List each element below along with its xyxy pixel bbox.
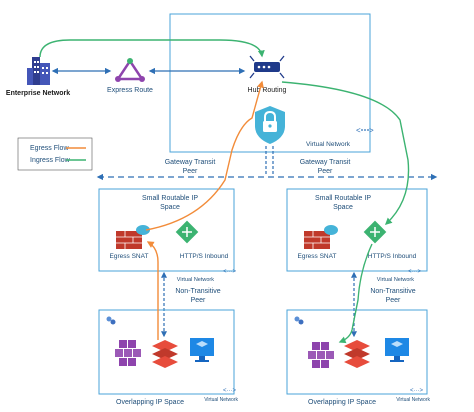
- app-gateway-icon: [363, 220, 387, 244]
- firewall-icon: [304, 225, 338, 249]
- left-spoke-vnet-label: Virtual Network: [177, 277, 214, 283]
- left-peer-label-2: Peer: [191, 297, 206, 304]
- left-overlap-vnet-label: Virtual Network: [204, 397, 238, 403]
- right-overlap-title: Overlapping IP Space: [308, 399, 376, 406]
- enterprise-network: Enterprise Network: [6, 57, 70, 97]
- left-egress-snat: Egress SNAT: [110, 225, 150, 260]
- right-snat-label: Egress SNAT: [298, 253, 337, 260]
- express-route: Express Route: [107, 58, 153, 94]
- hub-vnet-label: Virtual Network: [306, 141, 351, 148]
- building-icon: [27, 57, 50, 85]
- left-overlap-workloads: [115, 338, 214, 368]
- hub-routing: Hub Routing: [248, 55, 287, 94]
- right-overlap-vnet: Overlapping IP Space Virtual Network <··…: [286, 309, 430, 406]
- right-http-inbound: HTTP/S Inbound: [363, 220, 417, 260]
- express-route-label: Express Route: [107, 87, 153, 94]
- databricks-icon: [152, 340, 178, 368]
- users-icon: [294, 316, 304, 325]
- left-spoke-title-2: Space: [160, 204, 180, 211]
- vnet-icon: <···>: [223, 388, 236, 394]
- kubernetes-icon: [115, 340, 141, 366]
- lock-icon: [255, 106, 285, 144]
- legend: Egress Flow Ingress Flow: [17, 137, 93, 171]
- left-inbound-label: HTTP/S Inbound: [180, 253, 229, 260]
- right-inbound-label: HTTP/S Inbound: [368, 253, 417, 260]
- left-spoke-vnet: Small Routable IP Space Virtual Network …: [98, 188, 236, 283]
- firewall-lock: [255, 106, 285, 144]
- left-spoke-title-1: Small Routable IP: [142, 195, 198, 202]
- left-peer-label-1: Non-Transitive: [175, 288, 220, 295]
- right-spoke-vnet: Small Routable IP Space Virtual Network …: [286, 188, 428, 283]
- firewall-icon: [116, 225, 150, 249]
- left-overlap-vnet: Overlapping IP Space Virtual Network <··…: [98, 309, 238, 406]
- virtual-machine-icon: [190, 338, 214, 362]
- right-egress-snat: Egress SNAT: [298, 225, 338, 260]
- left-transit-label-1: Gateway Transit: [165, 159, 216, 166]
- legend-egress-label: Egress Flow: [30, 145, 69, 152]
- kubernetes-icon: [308, 342, 334, 368]
- databricks-icon: [344, 340, 370, 368]
- hub-routing-label: Hub Routing: [248, 87, 287, 94]
- vnet-icon: < >: [356, 126, 374, 135]
- users-icon: [106, 316, 116, 325]
- express-route-icon: [115, 58, 145, 82]
- right-transit-label-2: Peer: [318, 168, 333, 175]
- right-overlap-workloads: [308, 338, 409, 368]
- ingress-flow-workload: [338, 243, 373, 344]
- hub-vnet: Virtual Network < >: [169, 13, 374, 153]
- vnet-icon: <···>: [408, 269, 421, 275]
- app-gateway-icon: [175, 220, 199, 244]
- left-snat-label: Egress SNAT: [110, 253, 149, 260]
- vnet-icon: <···>: [223, 269, 236, 275]
- right-peer-label-1: Non-Transitive: [370, 288, 415, 295]
- left-overlap-title: Overlapping IP Space: [116, 399, 184, 406]
- ingress-flow-enterprise: [39, 39, 265, 58]
- router-icon: [249, 55, 285, 79]
- svg-text:>: >: [369, 126, 374, 135]
- right-peer-label-2: Peer: [386, 297, 401, 304]
- right-spoke-title-2: Space: [333, 204, 353, 211]
- svg-text:<: <: [356, 126, 361, 135]
- right-spoke-vnet-label: Virtual Network: [377, 277, 414, 283]
- vnet-icon: <···>: [410, 388, 423, 394]
- enterprise-network-label: Enterprise Network: [6, 90, 70, 97]
- left-http-inbound: HTTP/S Inbound: [175, 220, 229, 260]
- legend-ingress-label: Ingress Flow: [30, 157, 71, 164]
- egress-flow-hub: [145, 80, 264, 231]
- right-transit-label-1: Gateway Transit: [300, 159, 351, 166]
- ingress-flow-spoke: [281, 81, 410, 225]
- right-overlap-vnet-label: Virtual Network: [396, 397, 430, 403]
- egress-flow-spoke: [146, 241, 159, 340]
- right-spoke-title-1: Small Routable IP: [315, 195, 371, 202]
- left-transit-label-2: Peer: [183, 168, 198, 175]
- virtual-machine-icon: [385, 338, 409, 362]
